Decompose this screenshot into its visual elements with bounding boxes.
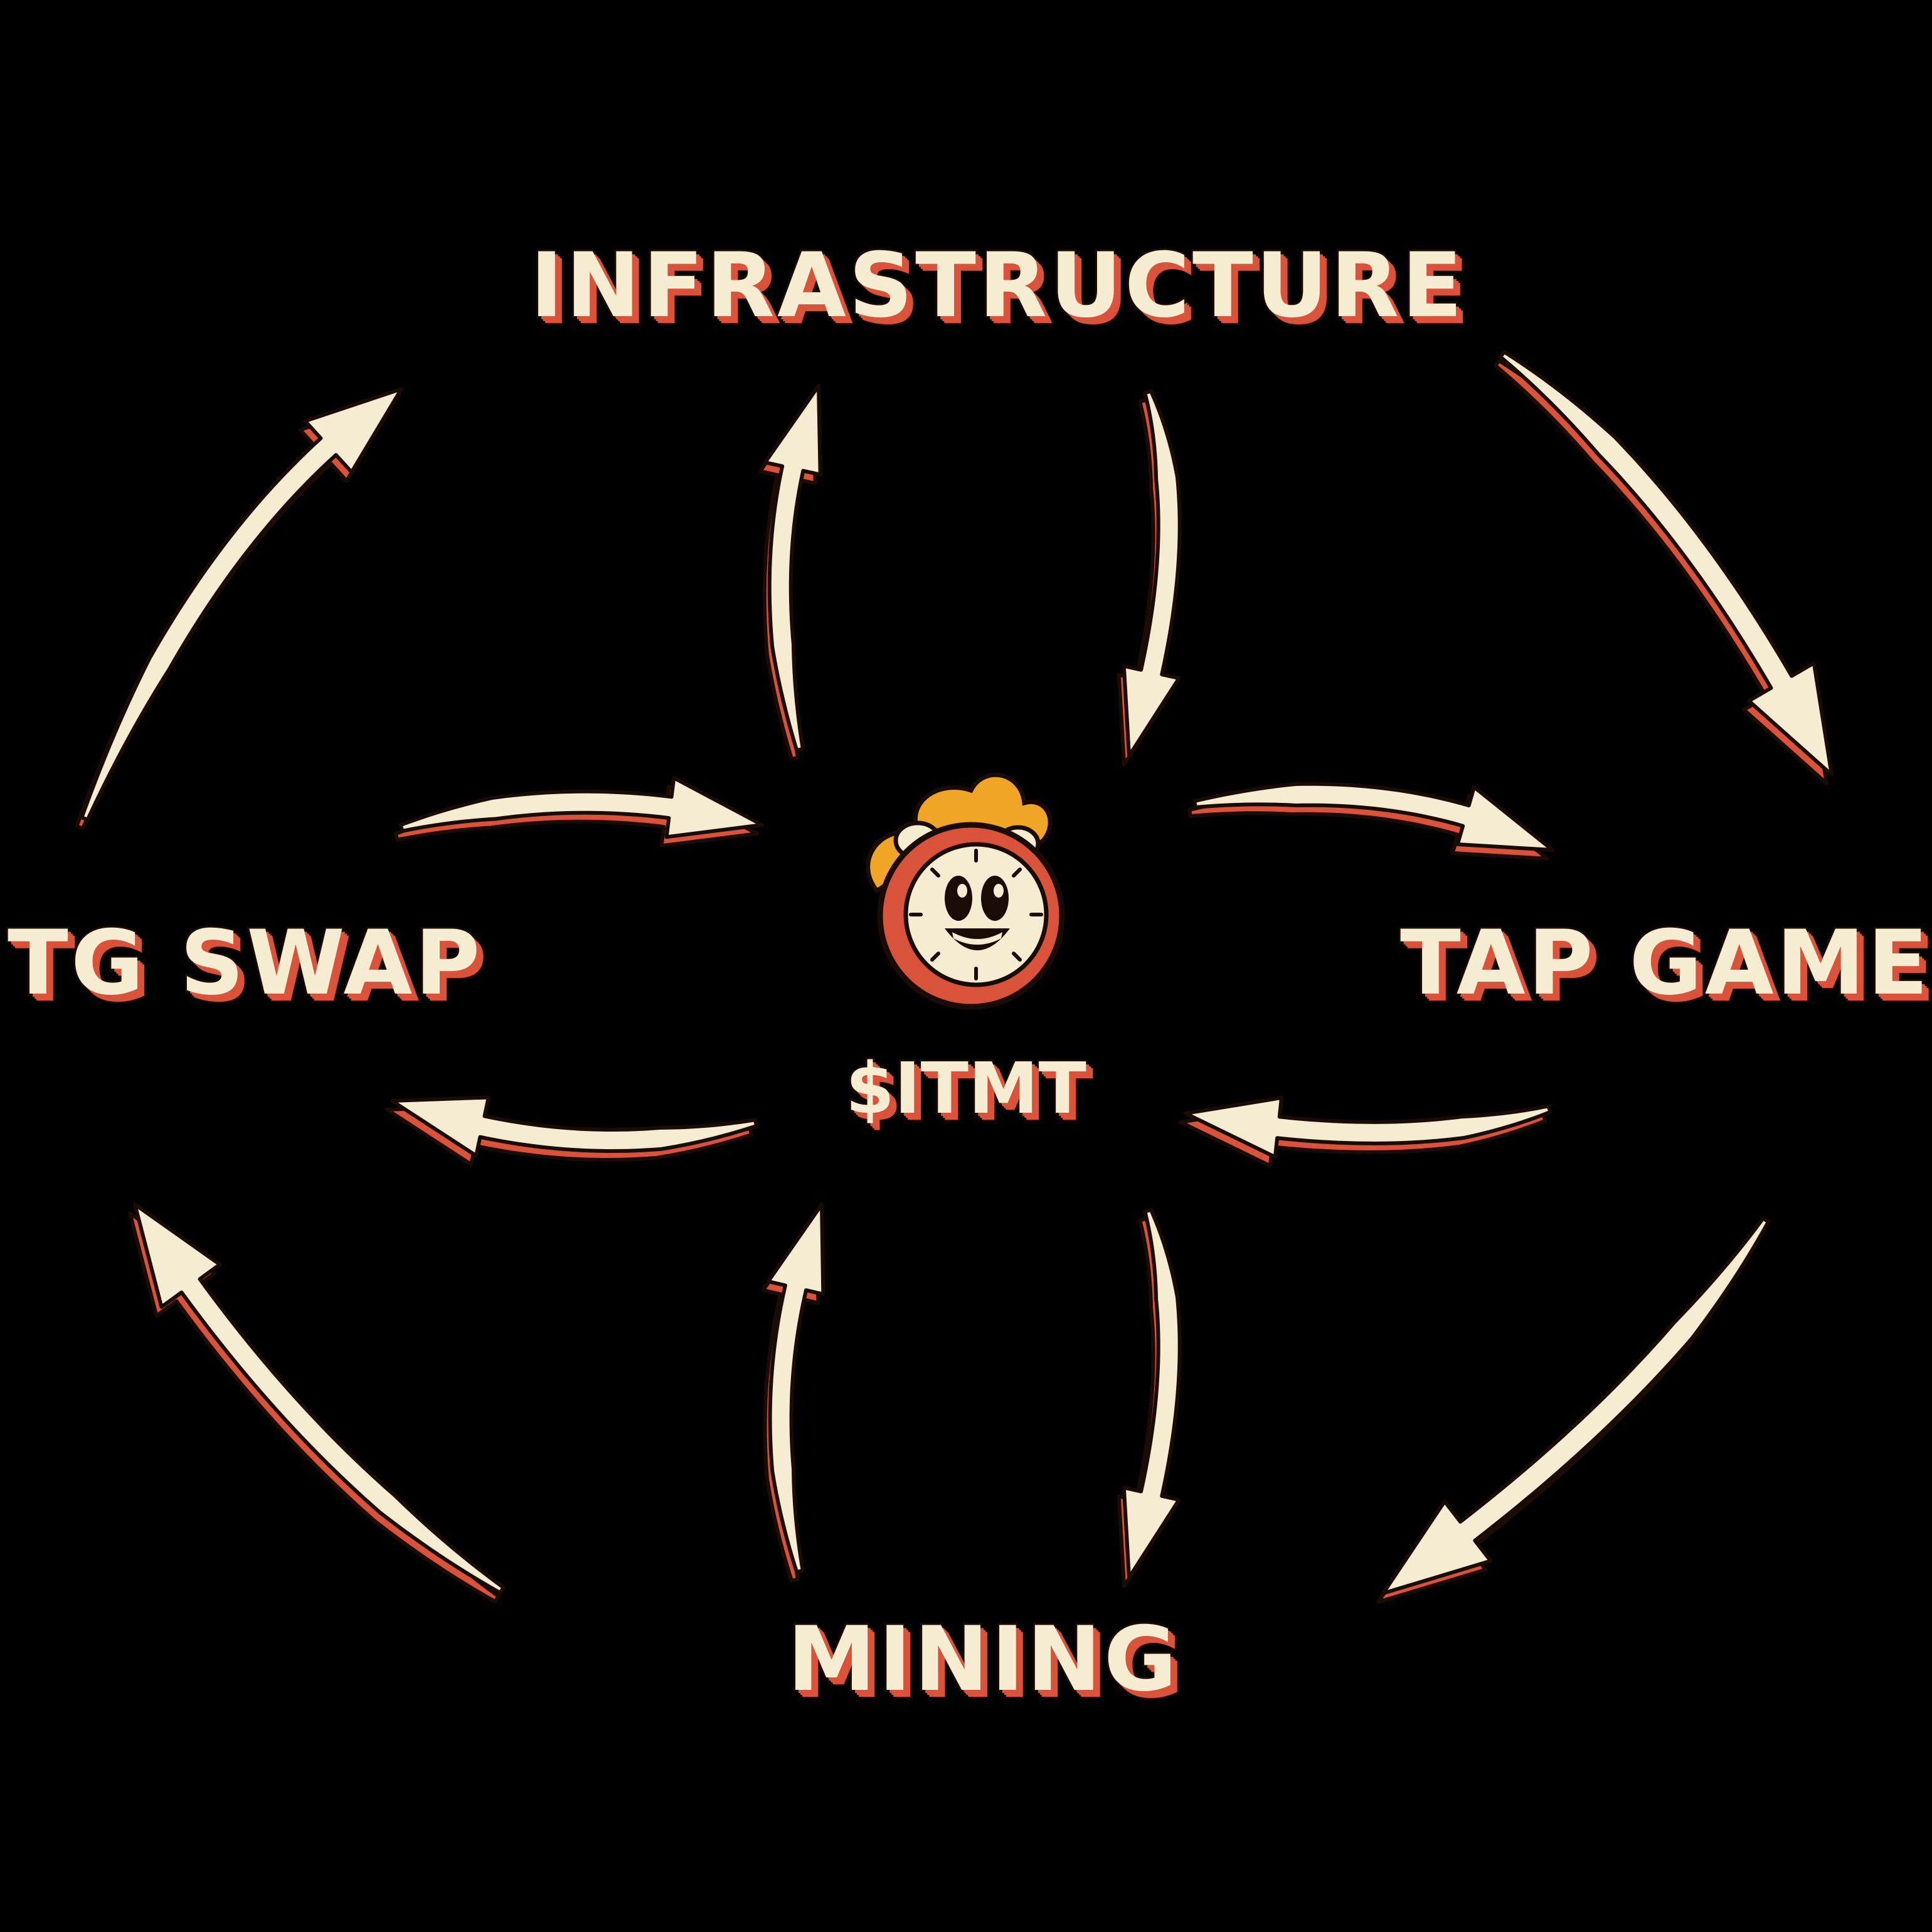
arrow-tapgame-to-mining-body xyxy=(1381,1216,1771,1595)
arrow-tapgame-to-center xyxy=(1179,1096,1552,1168)
arrow-tapgame-to-mining xyxy=(1376,1216,1771,1604)
arrow-center-to-tgswap-body xyxy=(390,1095,759,1158)
arrows-group xyxy=(75,349,1834,1604)
arrow-center-to-infrastructure-body xyxy=(763,384,822,753)
node-tap-game-label: TAP GAME xyxy=(1398,911,1931,1015)
node-mining-label: MINING xyxy=(785,1608,1180,1711)
arrow-center-to-tapgame-body xyxy=(1192,782,1554,852)
arrow-center-to-tgswap xyxy=(385,1095,759,1167)
arrow-center-to-infrastructure xyxy=(758,384,822,762)
arrow-mining-to-tgswap-body xyxy=(133,1202,506,1595)
arrow-center-to-mining xyxy=(1117,1208,1182,1588)
arrow-tgswap-to-center-body xyxy=(398,776,764,839)
arrow-infrastructure-to-center-body xyxy=(1122,389,1182,758)
arrow-mining-to-tgswap xyxy=(128,1202,506,1604)
arrow-tapgame-to-center-body xyxy=(1184,1096,1552,1159)
arrow-mining-to-center-body xyxy=(766,1202,825,1574)
arrow-tgswap-to-infrastructure-body xyxy=(80,387,403,822)
arrow-infrastructure-to-tapgame xyxy=(1494,349,1834,785)
node-tg-swap-label: TG SWAP xyxy=(6,911,483,1015)
arrow-center-to-mining-body xyxy=(1122,1208,1182,1579)
arrow-infrastructure-to-tapgame-body xyxy=(1499,349,1834,777)
arrow-center-to-tapgame xyxy=(1187,782,1554,861)
arrow-infrastructure-to-center xyxy=(1117,389,1182,767)
node-infrastructure-label: INFRASTRUCTURE xyxy=(528,234,1465,337)
arrow-mining-to-center xyxy=(761,1202,825,1583)
arrow-tgswap-to-center xyxy=(393,776,764,848)
alarm-clock-mascot-icon xyxy=(866,772,1065,1010)
arrow-tgswap-to-infrastructure xyxy=(75,387,403,831)
center-token-label: $ITMT xyxy=(844,1048,1088,1130)
